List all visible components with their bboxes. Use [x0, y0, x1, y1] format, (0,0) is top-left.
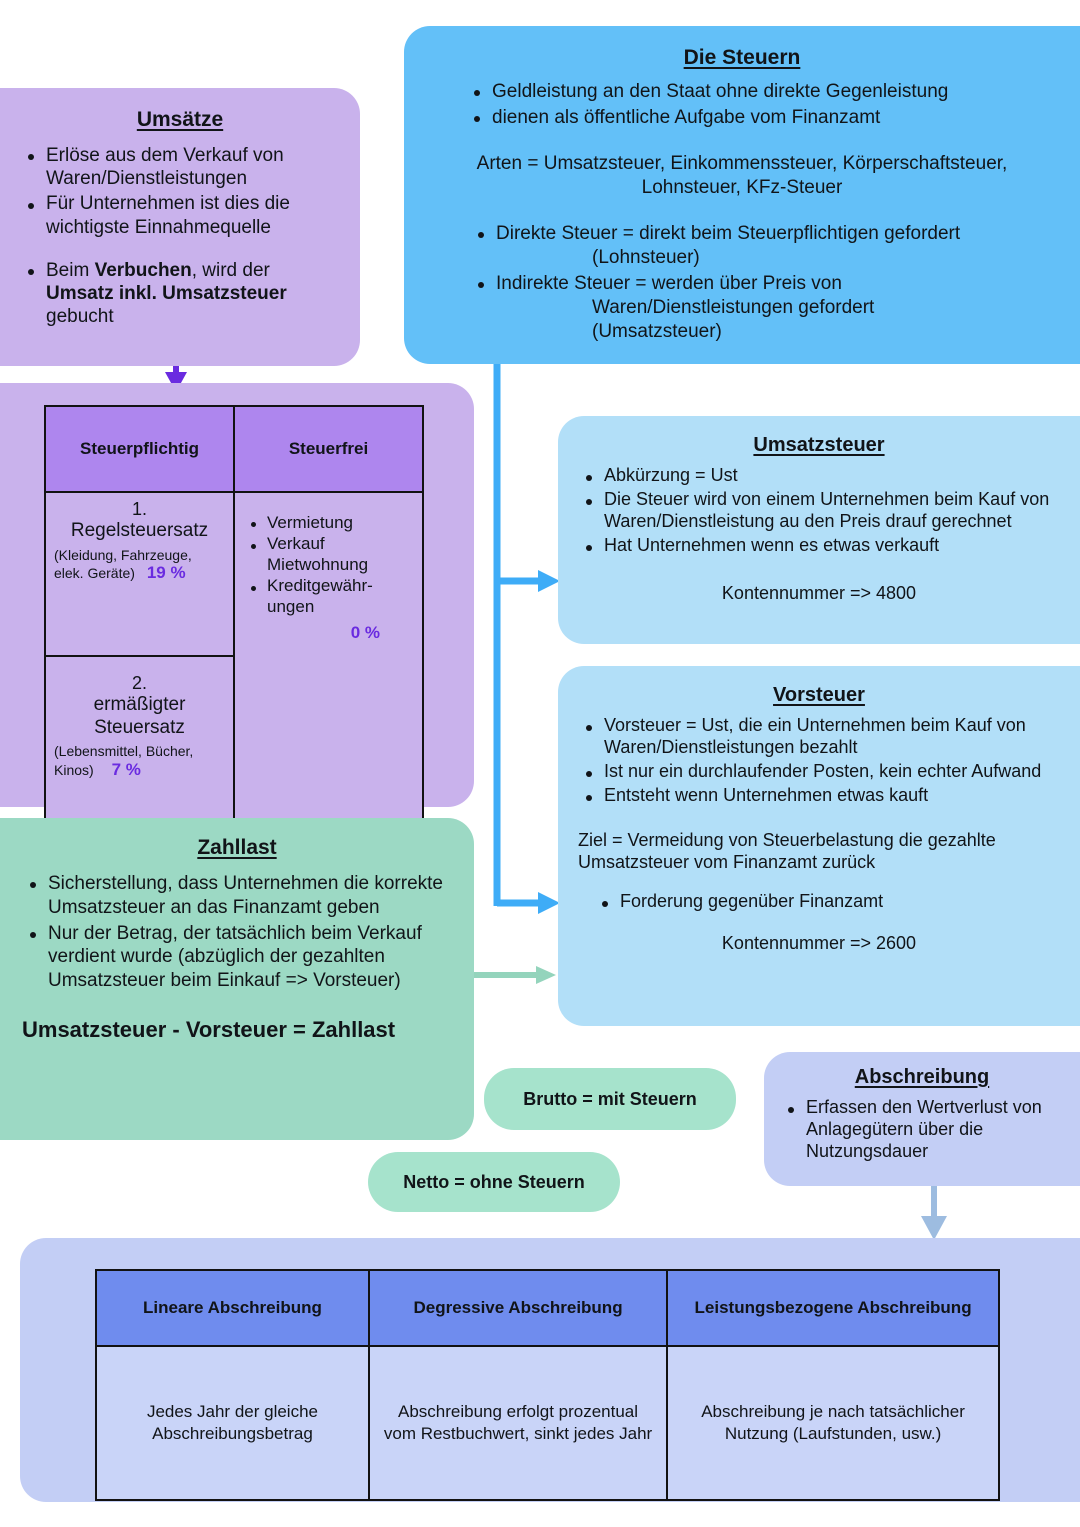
regelsteuersatz-name: Regelsteuersatz [70, 520, 209, 542]
list-item: Verkauf Mietwohnung [243, 534, 414, 575]
ermaessigter-name-line-1: ermäßigter [93, 694, 186, 716]
pill-netto-label: Netto = ohne Steuern [403, 1171, 585, 1192]
ermaessigter-name-line-2: Steuersatz [94, 716, 185, 738]
cell-leistungsbezogene: Abschreibung je nach tatsächlicher Nutzu… [666, 1345, 1000, 1501]
zahllast-formula: Umsatzsteuer - Vorsteuer = Zahllast [22, 1016, 396, 1042]
column-header-leistungsbezogene: Leistungsbezogene Abschreibung [666, 1269, 1000, 1347]
cell-steuerfrei: Vermietung Verkauf Mietwohnung Kreditgew… [233, 491, 424, 827]
card-steuer-table: Steuerpflichtig Steuerfrei 1. Regelsteue… [0, 383, 474, 827]
list-item: Sicherstellung, dass Unternehmen die kor… [22, 872, 452, 920]
ermaessigter-rate: 7 % [111, 759, 141, 779]
indirekte-steuer-sub-1: Waren/Dienstleistungen gefordert [592, 296, 875, 318]
list-item: Beim Verbuchen, wird der Umsatz inkl. Um… [20, 259, 340, 329]
arten-line-2: Lohnsteuer, KFz-Steuer [641, 176, 843, 198]
die-steuern-arten-bullets: Direkte Steuer = direkt beim Steuerpflic… [422, 222, 1062, 344]
cell-ermaessigter-steuersatz: 2. ermäßigter Steuersatz (Lebensmittel, … [44, 655, 235, 827]
vorsteuer-forderung-bullets: Forderung gegenüber Finanzamt [594, 891, 1060, 913]
list-item: Vorsteuer = Ust, die ein Unternehmen bei… [578, 715, 1060, 759]
arrow-zahllast-to-vorsteuer [474, 966, 556, 984]
abschreibung-title: Abschreibung [854, 1066, 990, 1088]
list-item: Abkürzung = Ust [578, 465, 1060, 487]
list-item: Indirekte Steuer = werden über Preis von… [470, 272, 1062, 344]
umsaetze-bullets: Erlöse aus dem Verkauf von Waren/Dienstl… [20, 144, 340, 239]
umsaetze-verbuchen-bullets: Beim Verbuchen, wird der Umsatz inkl. Um… [20, 259, 340, 329]
list-item: Entsteht wenn Unternehmen etwas kauft [578, 785, 1060, 807]
column-header-lineare: Lineare Abschreibung [95, 1269, 370, 1347]
indirekte-steuer-main: Indirekte Steuer = werden über Preis von [496, 272, 842, 294]
zahllast-bullets: Sicherstellung, dass Unternehmen die kor… [22, 872, 452, 993]
card-vorsteuer: Vorsteuer Vorsteuer = Ust, die ein Unter… [558, 666, 1080, 1026]
list-item: Direkte Steuer = direkt beim Steuerpflic… [470, 222, 1062, 270]
list-item: Ist nur ein durchlaufender Posten, kein … [578, 761, 1060, 783]
card-zahllast: Zahllast Sicherstellung, dass Unternehme… [0, 818, 474, 1140]
verbuchen-end: gebucht [46, 306, 114, 328]
card-umsaetze: Umsätze Erlöse aus dem Verkauf von Waren… [0, 88, 360, 366]
vorsteuer-ziel: Ziel = Vermeidung von Steuerbelastung di… [578, 829, 996, 873]
umsatzsteuer-bullets: Abkürzung = Ust Die Steuer wird von eine… [578, 465, 1060, 557]
cell-degressive: Abschreibung erfolgt prozentual vom Rest… [367, 1345, 669, 1501]
ermaessigter-examples: (Lebensmittel, Bücher, Kinos) 7 % [54, 743, 225, 780]
arrow-steuern-to-ust-vst [493, 364, 560, 914]
card-die-steuern: Die Steuern Geldleistung an den Staat oh… [404, 26, 1080, 364]
ermaessigter-examples-text: (Lebensmittel, Bücher, Kinos) [54, 743, 194, 778]
list-item: Erfassen den Wertverlust von Anlagegüter… [780, 1097, 1064, 1163]
direkte-steuer-sub: (Lohnsteuer) [592, 246, 700, 268]
list-item: Geldleistung an den Staat ohne direkte G… [466, 80, 1062, 104]
abschreibung-bullets: Erfassen den Wertverlust von Anlagegüter… [780, 1097, 1064, 1163]
card-abschreibung-table: Lineare Abschreibung Degressive Abschrei… [20, 1238, 1080, 1502]
die-steuern-bullets: Geldleistung an den Staat ohne direkte G… [422, 80, 1062, 130]
regelsteuersatz-examples-text: (Kleidung, Fahrzeuge, elek. Geräte) [54, 546, 192, 582]
arrow-abschreibung-to-table [921, 1186, 947, 1240]
ermaessigter-num: 2. [131, 673, 147, 693]
column-header-steuerpflichtig: Steuerpflichtig [44, 405, 235, 493]
list-item: Vermietung [243, 513, 414, 533]
steuerfrei-rate-wrap: 0 % [243, 623, 414, 643]
table-header-row: Steuerpflichtig Steuerfrei [44, 405, 424, 493]
list-item: dienen als öffentliche Aufgabe vom Finan… [466, 106, 1062, 130]
table-header-row: Lineare Abschreibung Degressive Abschrei… [95, 1269, 1000, 1347]
list-item: Forderung gegenüber Finanzamt [594, 891, 1060, 913]
verbuchen-bold-1: Verbuchen [94, 259, 192, 281]
table-row: Jedes Jahr der gleiche Abschreibungsbetr… [95, 1345, 1000, 1501]
list-item: Für Unternehmen ist dies die wichtigste … [20, 192, 340, 238]
verbuchen-pre: Beim [46, 259, 95, 281]
abschreibung-table: Lineare Abschreibung Degressive Abschrei… [95, 1269, 1000, 1501]
pill-brutto: Brutto = mit Steuern [484, 1068, 736, 1130]
list-item: Erlöse aus dem Verkauf von Waren/Dienstl… [20, 144, 340, 190]
vorsteuer-kontennummer: Kontennummer => 2600 [721, 933, 917, 954]
table-row: 1. Regelsteuersatz (Kleidung, Fahrzeuge,… [44, 491, 424, 827]
cell-regelsteuersatz: 1. Regelsteuersatz (Kleidung, Fahrzeuge,… [44, 491, 235, 657]
regelsteuersatz-num: 1. [131, 499, 147, 519]
arten-line-1: Arten = Umsatzsteuer, Einkommenssteuer, … [476, 152, 1008, 174]
column-header-degressive: Degressive Abschreibung [367, 1269, 669, 1347]
umsatzsteuer-title: Umsatzsteuer [753, 434, 885, 456]
list-item: Die Steuer wird von einem Unternehmen be… [578, 489, 1060, 533]
regelsteuersatz-examples: (Kleidung, Fahrzeuge, elek. Geräte) 19 % [54, 547, 225, 584]
list-item: Nur der Betrag, der tatsächlich beim Ver… [22, 922, 452, 993]
verbuchen-bold-2: Umsatz inkl. Umsatzsteuer [46, 282, 287, 304]
umsaetze-title: Umsätze [136, 108, 224, 131]
direkte-steuer-main: Direkte Steuer = direkt beim Steuerpflic… [496, 222, 961, 244]
table-row: 2. ermäßigter Steuersatz (Lebensmittel, … [44, 655, 423, 827]
steuerfrei-rate: 0 % [350, 622, 380, 642]
card-umsatzsteuer: Umsatzsteuer Abkürzung = Ust Die Steuer … [558, 416, 1080, 644]
vorsteuer-title: Vorsteuer [773, 684, 865, 706]
umsatzsteuer-kontennummer: Kontennummer => 4800 [721, 582, 917, 603]
cell-lineare: Jedes Jahr der gleiche Abschreibungsbetr… [95, 1345, 370, 1501]
list-item: Hat Unternehmen wenn es etwas verkauft [578, 535, 1060, 557]
vorsteuer-bullets: Vorsteuer = Ust, die ein Unternehmen bei… [578, 715, 1060, 807]
zahllast-title: Zahllast [197, 836, 277, 859]
die-steuern-title: Die Steuern [683, 46, 801, 69]
pill-brutto-label: Brutto = mit Steuern [523, 1088, 697, 1109]
steuerfrei-bullets: Vermietung Verkauf Mietwohnung Kreditgew… [243, 513, 414, 617]
column-header-steuerfrei: Steuerfrei [233, 405, 424, 493]
card-abschreibung: Abschreibung Erfassen den Wertverlust vo… [764, 1052, 1080, 1186]
regelsteuersatz-rate: 19 % [146, 563, 186, 583]
verbuchen-mid: , wird der [191, 259, 270, 281]
indirekte-steuer-sub-2: (Umsatzsteuer) [592, 320, 722, 342]
pill-netto: Netto = ohne Steuern [368, 1152, 620, 1212]
steuer-table: Steuerpflichtig Steuerfrei 1. Regelsteue… [44, 405, 424, 827]
die-steuern-arten: Arten = Umsatzsteuer, Einkommenssteuer, … [422, 152, 1062, 200]
list-item: Kreditgewähr-ungen [243, 576, 414, 617]
